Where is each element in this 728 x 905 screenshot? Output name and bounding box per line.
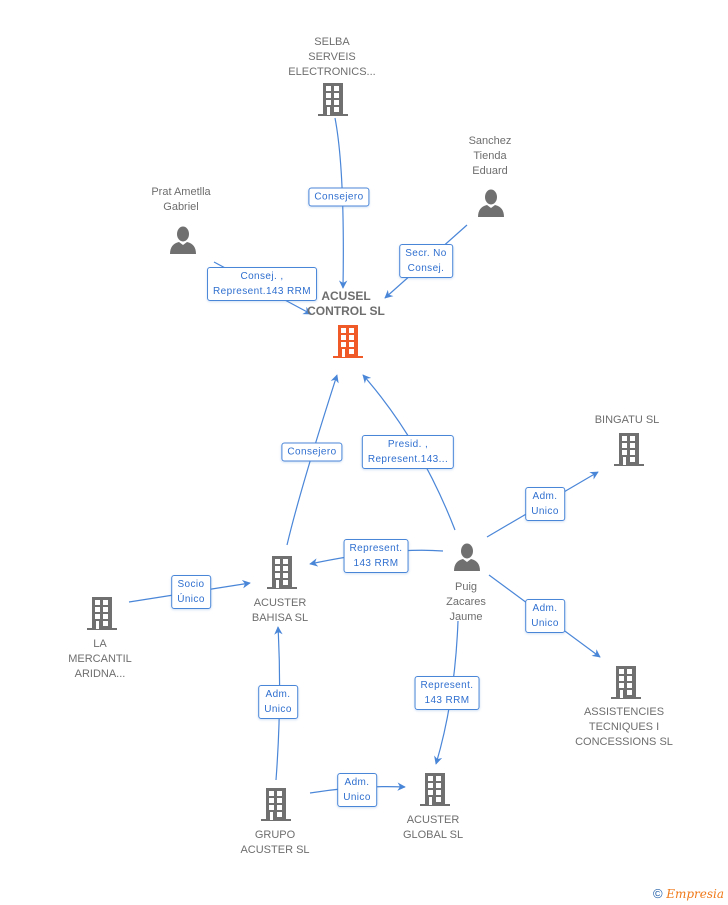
person-icon-prat[interactable] — [170, 226, 196, 255]
edge-label-selba-to-acusel[interactable]: Consejero — [308, 187, 370, 207]
edge-label-puig-to-assistencies[interactable]: Adm. Unico — [525, 599, 565, 633]
building-icon-grupo[interactable] — [261, 788, 291, 821]
edge-label-mercantil-to-bahisa[interactable]: Socio Único — [171, 575, 211, 609]
building-icon-selba[interactable] — [318, 83, 348, 116]
building-icon-mercantil[interactable] — [87, 597, 117, 630]
edge-label-puig-to-bingatu[interactable]: Adm. Unico — [525, 487, 565, 521]
building-icon-assistencies[interactable] — [611, 666, 641, 699]
edge-selba-to-acusel — [334, 117, 348, 289]
node-label-mercantil[interactable]: LA MERCANTIL ARIDNA... — [68, 638, 132, 680]
edge-label-grupo-to-bahisa[interactable]: Adm. Unico — [258, 685, 298, 719]
building-icon-global[interactable] — [420, 773, 450, 806]
edge-label-puig-to-global[interactable]: Represent. 143 RRM — [414, 676, 480, 710]
person-icon-sanchez[interactable] — [478, 189, 504, 218]
node-label-selba[interactable]: SELBA SERVEIS ELECTRONICS... — [288, 36, 376, 78]
node-label-grupo[interactable]: GRUPO ACUSTER SL — [240, 829, 310, 856]
edge-bahisa-to-acusel — [286, 374, 339, 546]
building-icon-acusel[interactable] — [333, 325, 363, 358]
node-label-assistencies[interactable]: ASSISTENCIES TECNIQUES I CONCESSIONS SL — [575, 706, 673, 748]
building-icon-bahisa[interactable] — [267, 556, 297, 589]
copyright-icon: © — [652, 886, 663, 901]
edge-label-puig-to-acusel[interactable]: Presid. , Represent.143... — [361, 435, 455, 469]
empresia-watermark: © Empresia — [653, 886, 724, 901]
node-label-puig[interactable]: Puig Zacares Jaume — [446, 581, 486, 623]
node-label-global[interactable]: ACUSTER GLOBAL SL — [402, 814, 464, 841]
edge-label-bahisa-to-acusel[interactable]: Consejero — [281, 442, 343, 462]
edge-label-puig-to-bahisa[interactable]: Represent. 143 RRM — [343, 539, 409, 573]
node-label-bingatu[interactable]: BINGATU SL — [594, 414, 660, 426]
node-label-sanchez[interactable]: Sanchez Tienda Eduard — [468, 135, 512, 177]
edge-label-prat-to-acusel[interactable]: Consej. , Represent.143 RRM — [207, 267, 317, 301]
building-icon-bingatu[interactable] — [614, 433, 644, 466]
person-icon-puig[interactable] — [454, 543, 480, 572]
edge-label-sanchez-to-acusel[interactable]: Secr. No Consej. — [399, 244, 453, 278]
node-label-acusel[interactable]: ACUSEL CONTROL SL — [307, 289, 385, 318]
brand-logo: Empresia — [666, 887, 724, 901]
edge-label-grupo-to-global[interactable]: Adm. Unico — [337, 773, 377, 807]
node-label-prat[interactable]: Prat Ametlla Gabriel — [151, 186, 211, 213]
node-label-bahisa[interactable]: ACUSTER BAHISA SL — [251, 597, 309, 624]
